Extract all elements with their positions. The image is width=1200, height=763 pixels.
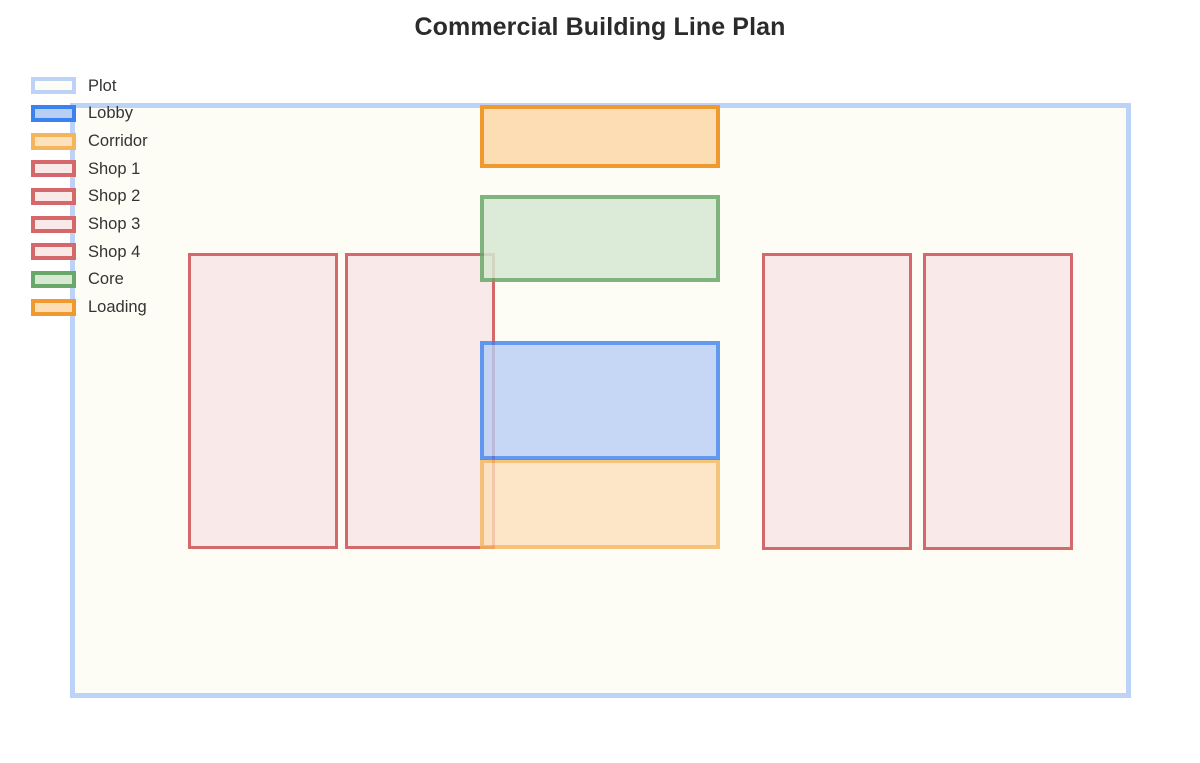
legend-swatch-icon [31,188,76,206]
room-shop-4[interactable] [923,253,1073,550]
legend-item-label: Shop 1 [88,159,141,178]
room-shop-3[interactable] [762,253,912,550]
legend-item-shop-1[interactable]: Shop 1 [31,155,148,183]
legend-swatch-icon [31,132,76,150]
legend-item-shop-2[interactable]: Shop 2 [31,183,148,211]
legend-swatch-icon [31,298,76,316]
room-shop-2[interactable] [345,253,495,549]
legend-item-shop-4[interactable]: Shop 4 [31,238,148,266]
legend-item-corridor[interactable]: Corridor [31,127,148,155]
legend-item-label: Lobby [88,104,133,123]
legend-swatch-icon [31,160,76,178]
room-shop-1[interactable] [188,253,338,549]
room-loading[interactable] [480,105,720,168]
legend-swatch-icon [31,105,76,123]
legend-swatch-icon [31,271,76,289]
legend-item-plot[interactable]: Plot [31,72,148,100]
legend-item-loading[interactable]: Loading [31,294,148,322]
legend-swatch-icon [31,77,76,95]
legend-item-label: Corridor [88,131,148,150]
room-core[interactable] [480,195,720,282]
legend-item-label: Loading [88,298,147,317]
legend-item-lobby[interactable]: Lobby [31,100,148,128]
page-title: Commercial Building Line Plan [414,13,786,41]
legend-item-label: Shop 4 [88,242,141,261]
legend-item-label: Shop 2 [88,187,141,206]
room-lobby[interactable] [480,341,720,460]
legend-item-label: Core [88,270,124,289]
legend-swatch-icon [31,243,76,261]
legend-item-core[interactable]: Core [31,266,148,294]
legend-item-label: Plot [88,76,117,95]
room-corridor[interactable] [480,459,720,549]
legend-swatch-icon [31,215,76,233]
legend-item-shop-3[interactable]: Shop 3 [31,210,148,238]
legend-item-label: Shop 3 [88,215,141,234]
